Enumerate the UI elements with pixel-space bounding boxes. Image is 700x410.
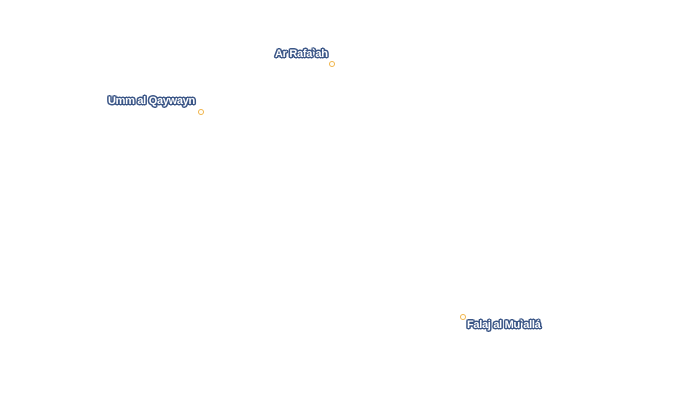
place-label[interactable]: Ar Rafa`ah <box>275 48 328 60</box>
place-marker-icon[interactable] <box>329 61 335 67</box>
place-marker-icon[interactable] <box>198 109 204 115</box>
place-label[interactable]: Falaj al Mu`allá <box>467 319 541 331</box>
place-marker-icon[interactable] <box>460 314 466 320</box>
place-label[interactable]: Umm al Qaywayn <box>108 95 195 107</box>
